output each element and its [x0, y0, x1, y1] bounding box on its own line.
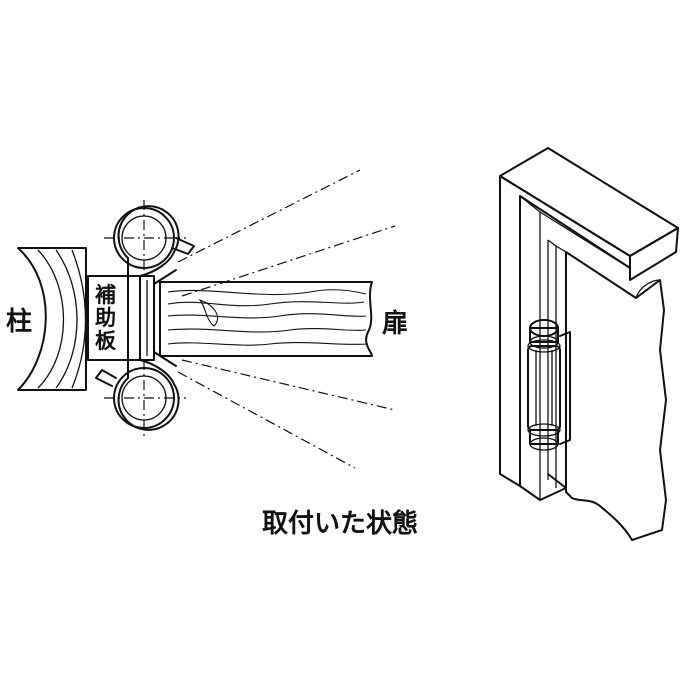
door-panel-perspective	[547, 239, 667, 541]
door-leaf	[159, 281, 373, 357]
reinforcement-plate	[87, 275, 129, 361]
caption-label: 取付いた状態	[262, 508, 418, 539]
perspective-view	[499, 147, 679, 541]
door-frame	[499, 147, 679, 501]
reinforcement-plate-char-2: 助	[95, 306, 116, 330]
reinforcement-plate-char-1: 補	[94, 283, 116, 307]
door-label: 扉	[382, 309, 408, 339]
top-knuckle	[104, 200, 195, 278]
pillar-label: 柱	[6, 307, 32, 337]
bottom-knuckle	[95, 360, 186, 438]
reinforcement-plate-label: 補 助 板	[94, 283, 123, 353]
pillar-section	[17, 247, 87, 391]
plan-view-section: 柱 補 助 板 扉 取付いた状態	[6, 169, 418, 539]
door-swing-lines	[177, 169, 396, 469]
hinge-perspective	[527, 319, 571, 451]
reinforcement-plate-char-3: 板	[95, 329, 117, 353]
hinge-body	[117, 205, 180, 431]
